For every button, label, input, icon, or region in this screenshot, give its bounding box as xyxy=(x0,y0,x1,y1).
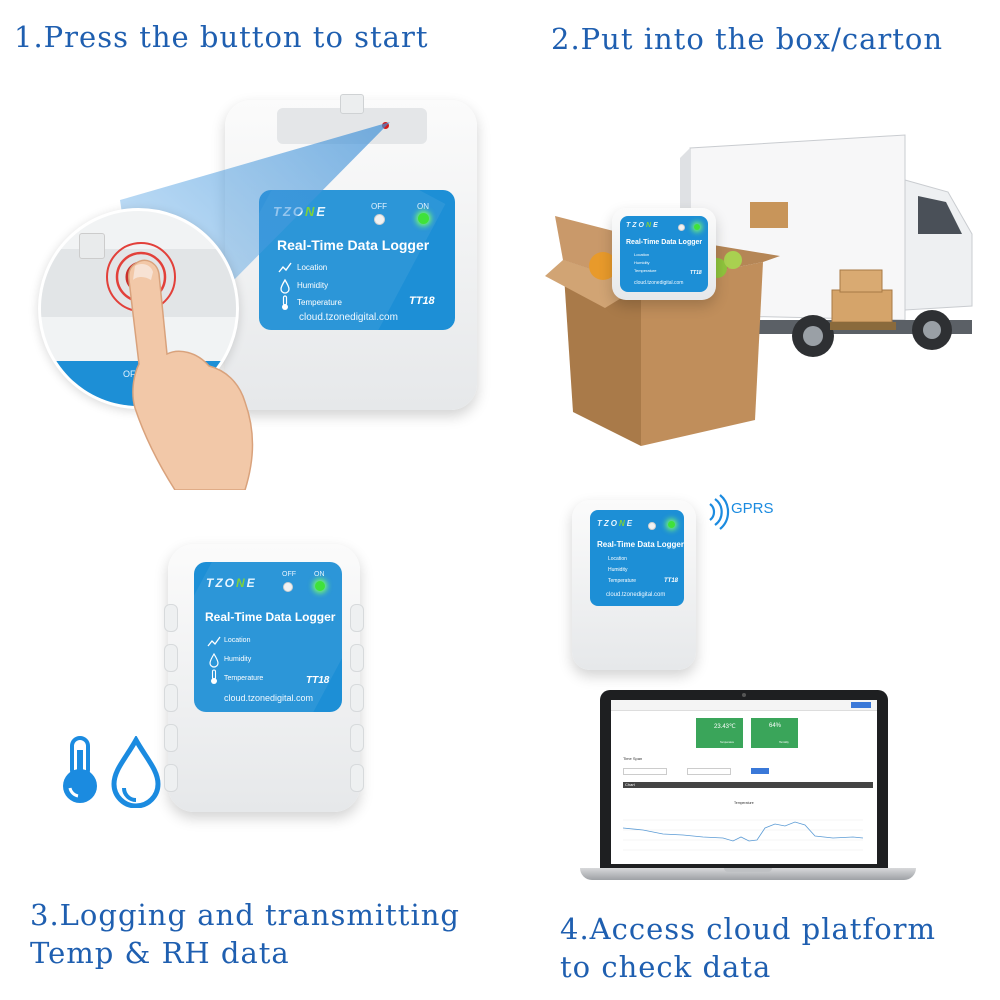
box-model: TT18 xyxy=(690,270,702,276)
gprs-label: GPRS xyxy=(731,500,774,517)
box-feature-humidity: Humidity xyxy=(634,260,650,265)
small-model: TT18 xyxy=(664,578,679,584)
front-feature-icons xyxy=(207,636,221,684)
thermometer-icon xyxy=(63,736,97,803)
on-label: ON xyxy=(417,202,429,211)
feature-temperature: Temperature xyxy=(297,298,342,307)
front-feature-location: Location xyxy=(224,637,251,644)
zoom-off-label: OFF xyxy=(123,369,141,379)
humidity-icon xyxy=(209,652,219,668)
feature-location: Location xyxy=(297,263,328,272)
laptop-lid: 23.43℃ Temperature 64% Humidity Time Spa… xyxy=(600,690,888,868)
front-off-label: OFF xyxy=(282,571,296,578)
small-on-led xyxy=(668,521,675,528)
logger-device-in-box: TZONE Real-Time Data Logger Location Hum… xyxy=(612,208,716,300)
humidity-icon xyxy=(280,278,290,294)
wifi-signal-icon xyxy=(709,494,730,530)
small-off-led xyxy=(648,522,656,530)
device-url: cloud.tzonedigital.com xyxy=(299,312,398,323)
front-feature-humidity: Humidity xyxy=(224,656,252,663)
step-1-title: 1.Press the button to start xyxy=(14,20,429,54)
chart-title: Temperature xyxy=(734,801,754,805)
small-feature-location: Location xyxy=(608,556,627,562)
location-icon xyxy=(278,262,292,273)
chart-bar: Chart xyxy=(623,782,873,788)
time-to-input[interactable] xyxy=(687,768,731,775)
box-brand: TZONE xyxy=(626,222,660,229)
front-device-title: Real-Time Data Logger xyxy=(205,610,336,624)
temperature-value: 23.43℃ xyxy=(714,724,736,730)
box-device-title: Real-Time Data Logger xyxy=(626,239,703,246)
temperature-icon xyxy=(211,669,217,680)
front-url: cloud.tzonedigital.com xyxy=(224,693,314,703)
humidity-value: 64% xyxy=(769,723,782,729)
off-led xyxy=(374,214,385,225)
on-led xyxy=(418,213,429,224)
step-4-title-line2: to check data xyxy=(560,950,772,984)
humidity-tile-label: Humidity xyxy=(779,741,789,744)
query-button[interactable] xyxy=(751,768,769,774)
device-title: Real-Time Data Logger xyxy=(277,237,430,253)
finger-hand xyxy=(128,259,254,490)
laptop-base xyxy=(580,868,916,880)
box-feature-temperature: Temperature xyxy=(634,268,657,273)
small-device-title: Real-Time Data Logger xyxy=(597,540,684,549)
temperature-line-chart xyxy=(623,819,864,851)
front-brand: TZONE xyxy=(206,576,257,590)
front-on-led xyxy=(315,581,325,591)
model-label: TT18 xyxy=(409,295,435,307)
step-4-title-line1: 4.Access cloud platform xyxy=(560,912,937,946)
front-device-panel: TZONE OFF ON Real-Time Data Logger Locat… xyxy=(194,562,342,712)
cardboard-box xyxy=(545,216,780,446)
dashboard-header-button[interactable] xyxy=(851,702,871,708)
water-drop-icon xyxy=(111,736,161,808)
step-2-title: 2.Put into the box/carton xyxy=(551,22,944,56)
small-brand: TZONE xyxy=(597,519,635,528)
box-url: cloud.tzonedigital.com xyxy=(634,280,684,286)
time-span-label: Time Span xyxy=(623,756,643,761)
feature-icons xyxy=(278,262,292,310)
temp-humidity-icons xyxy=(63,736,161,808)
small-url: cloud.tzonedigital.com xyxy=(606,592,666,598)
small-feature-humidity: Humidity xyxy=(608,567,628,573)
front-feature-temperature: Temperature xyxy=(224,675,264,682)
step-3-title-line1: 3.Logging and transmitting xyxy=(30,898,460,932)
laptop-camera xyxy=(742,693,746,697)
logger-device-front: TZONE OFF ON Real-Time Data Logger Locat… xyxy=(164,544,364,812)
chart-label: Chart xyxy=(625,782,635,787)
step-3-title-line2: Temp & RH data xyxy=(30,936,290,970)
dashboard-header xyxy=(611,700,877,711)
feature-humidity: Humidity xyxy=(297,281,329,290)
dashboard-screen: 23.43℃ Temperature 64% Humidity Time Spa… xyxy=(611,700,877,864)
box-off-led xyxy=(678,224,685,231)
box-feature-location: Location xyxy=(634,252,650,257)
temperature-tile: 23.43℃ Temperature xyxy=(696,718,743,748)
box-on-led xyxy=(694,224,700,230)
location-icon xyxy=(207,636,221,647)
device-button xyxy=(340,94,364,114)
front-off-led xyxy=(283,582,293,592)
box-device-panel: TZONE Real-Time Data Logger Location Hum… xyxy=(620,216,708,292)
humidity-tile: 64% Humidity xyxy=(751,718,798,748)
time-from-input[interactable] xyxy=(623,768,667,775)
off-label: OFF xyxy=(371,202,387,211)
front-model: TT18 xyxy=(306,675,330,686)
front-on-label: ON xyxy=(314,571,325,578)
logger-device-small: TZONE Real-Time Data Logger Location Hum… xyxy=(572,500,696,670)
small-feature-temperature: Temperature xyxy=(608,578,637,584)
temperature-tile-label: Temperature xyxy=(720,741,735,744)
small-device-panel: TZONE Real-Time Data Logger Location Hum… xyxy=(590,510,684,606)
